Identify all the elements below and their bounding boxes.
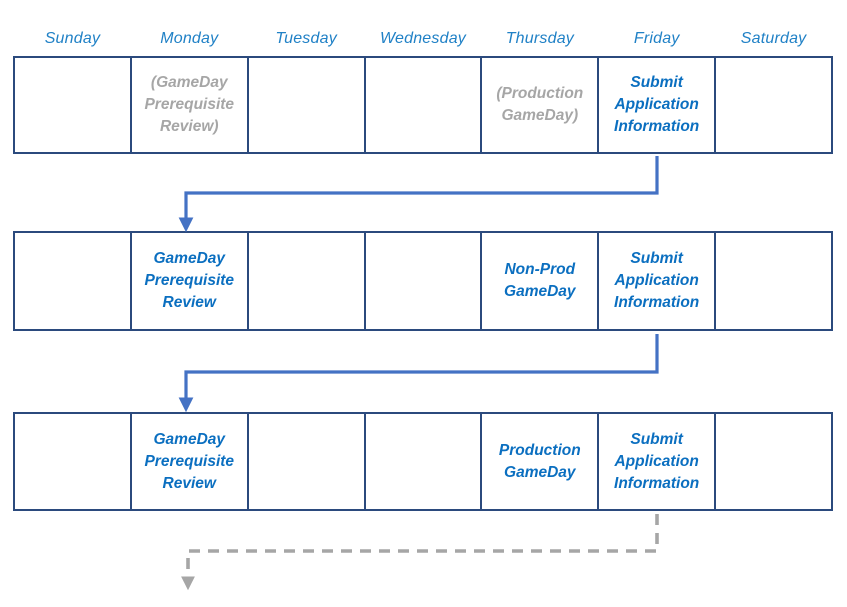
arrow-week1-to-week2: [178, 156, 659, 233]
day-header-row: Sunday Monday Tuesday Wednesday Thursday…: [14, 26, 832, 52]
week3-cell-saturday: [714, 412, 833, 511]
week3-cell-wednesday: [363, 412, 483, 511]
week3-cell-tuesday: [246, 412, 366, 511]
week3-cell-thursday: Production GameDay: [480, 412, 600, 511]
week-3-row: GameDay Prerequisite Review Production G…: [13, 412, 833, 511]
week2-cell-monday: GameDay Prerequisite Review: [129, 231, 249, 331]
day-header-saturday: Saturday: [740, 30, 807, 47]
day-header-wednesday: Wednesday: [379, 30, 466, 47]
week2-cell-thursday: Non-Prod GameDay: [480, 231, 600, 331]
arrow-week3-continuation: [181, 514, 659, 591]
week1-cell-monday: (GameDay Prerequisite Review): [129, 56, 249, 154]
week3-cell-monday: GameDay Prerequisite Review: [129, 412, 249, 511]
week2-cell-wednesday: [363, 231, 483, 331]
week1-cell-wednesday: [363, 56, 483, 154]
day-header-monday: Monday: [160, 30, 219, 47]
cell-text: (GameDay Prerequisite Review): [144, 74, 235, 135]
week2-cell-sunday: [13, 231, 132, 331]
cell-text: Submit Application Information: [614, 430, 700, 492]
day-header-friday: Friday: [633, 30, 680, 47]
cell-text: Submit Application Information: [614, 74, 700, 135]
week3-cell-friday: Submit Application Information: [597, 412, 717, 511]
week-2-row: GameDay Prerequisite Review Non-Prod Gam…: [13, 231, 833, 331]
week1-cell-saturday: [714, 56, 833, 154]
day-header-tuesday: Tuesday: [275, 30, 337, 47]
week-1-row: (GameDay Prerequisite Review) (Productio…: [13, 56, 833, 154]
arrow-week2-to-week3: [178, 334, 659, 413]
cell-text: Submit Application Information: [614, 250, 700, 311]
cell-text: GameDay Prerequisite Review: [144, 430, 235, 492]
cell-text: GameDay Prerequisite Review: [144, 250, 235, 311]
cell-text: Non-Prod GameDay: [504, 261, 576, 300]
week2-cell-tuesday: [246, 231, 366, 331]
week1-cell-thursday: (Production GameDay): [480, 56, 600, 154]
week1-cell-sunday: [13, 56, 132, 154]
week3-cell-sunday: [13, 412, 132, 511]
week2-cell-friday: Submit Application Information: [597, 231, 717, 331]
day-header-thursday: Thursday: [505, 30, 574, 47]
week1-cell-friday: Submit Application Information: [597, 56, 717, 154]
cell-text: (Production GameDay): [496, 85, 584, 124]
day-header-sunday: Sunday: [44, 30, 101, 47]
cell-text: Production GameDay: [498, 441, 581, 481]
week1-cell-tuesday: [246, 56, 366, 154]
week2-cell-saturday: [714, 231, 833, 331]
